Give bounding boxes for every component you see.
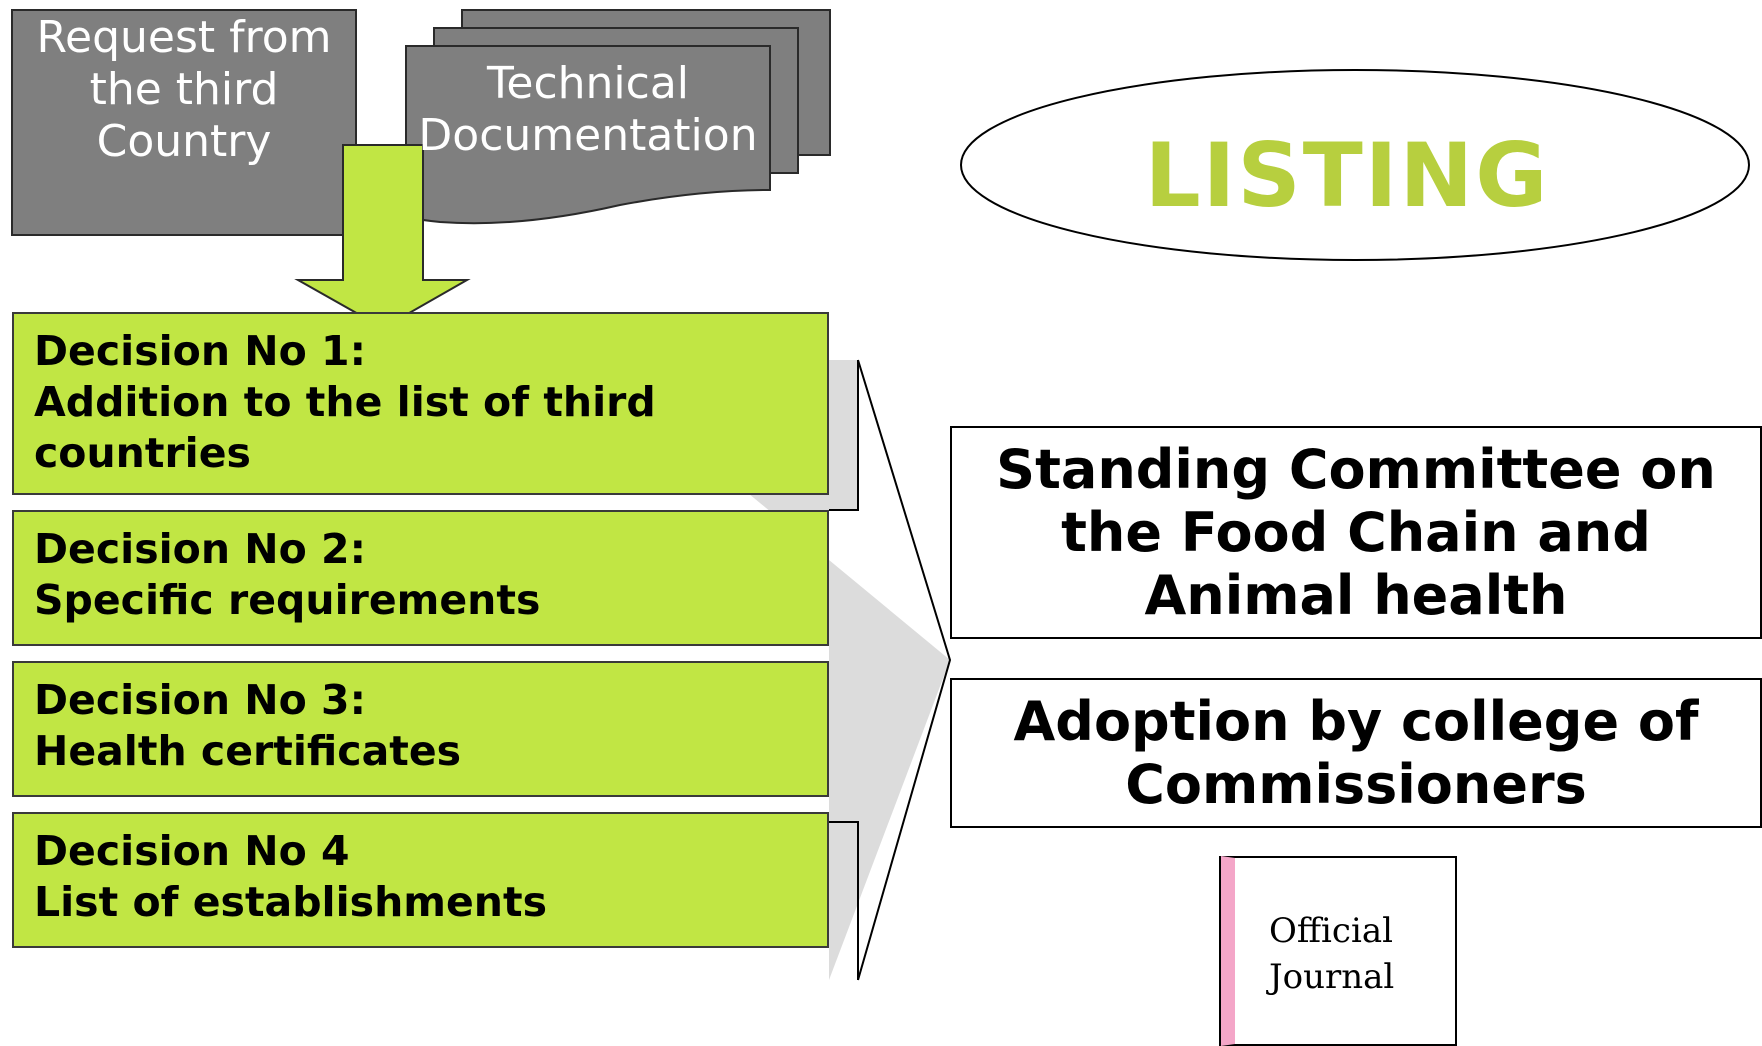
funnel-arrow-outline xyxy=(857,359,952,981)
listing-ellipse xyxy=(960,69,1750,261)
funnel-arrow xyxy=(587,360,950,980)
down-arrow xyxy=(294,144,471,330)
tech-doc-front xyxy=(405,45,771,225)
request-box-label: Request from the third Country xyxy=(36,12,332,167)
decision-4: Decision No 4 List of establishments xyxy=(12,812,829,948)
tech-doc-label: Technical Documentation xyxy=(418,58,758,161)
diagram-canvas: Request from the third Country Technical… xyxy=(11,9,1762,1046)
diagram-shapes xyxy=(11,9,1750,981)
listing-label: LISTING xyxy=(1144,123,1550,227)
funnel-arrow-stub-top xyxy=(829,360,859,511)
committee-box: Standing Committee on the Food Chain and… xyxy=(950,426,1762,639)
decision-3: Decision No 3: Health certificates xyxy=(12,661,829,797)
decision-2: Decision No 2: Specific requirements xyxy=(12,510,829,646)
request-box xyxy=(11,9,357,236)
decision-1: Decision No 1: Addition to the list of t… xyxy=(12,312,829,495)
official-journal: Official Journal xyxy=(1219,856,1457,1046)
adoption-box: Adoption by college of Commissioners xyxy=(950,678,1762,828)
funnel-arrow-stub-bottom xyxy=(829,821,859,980)
